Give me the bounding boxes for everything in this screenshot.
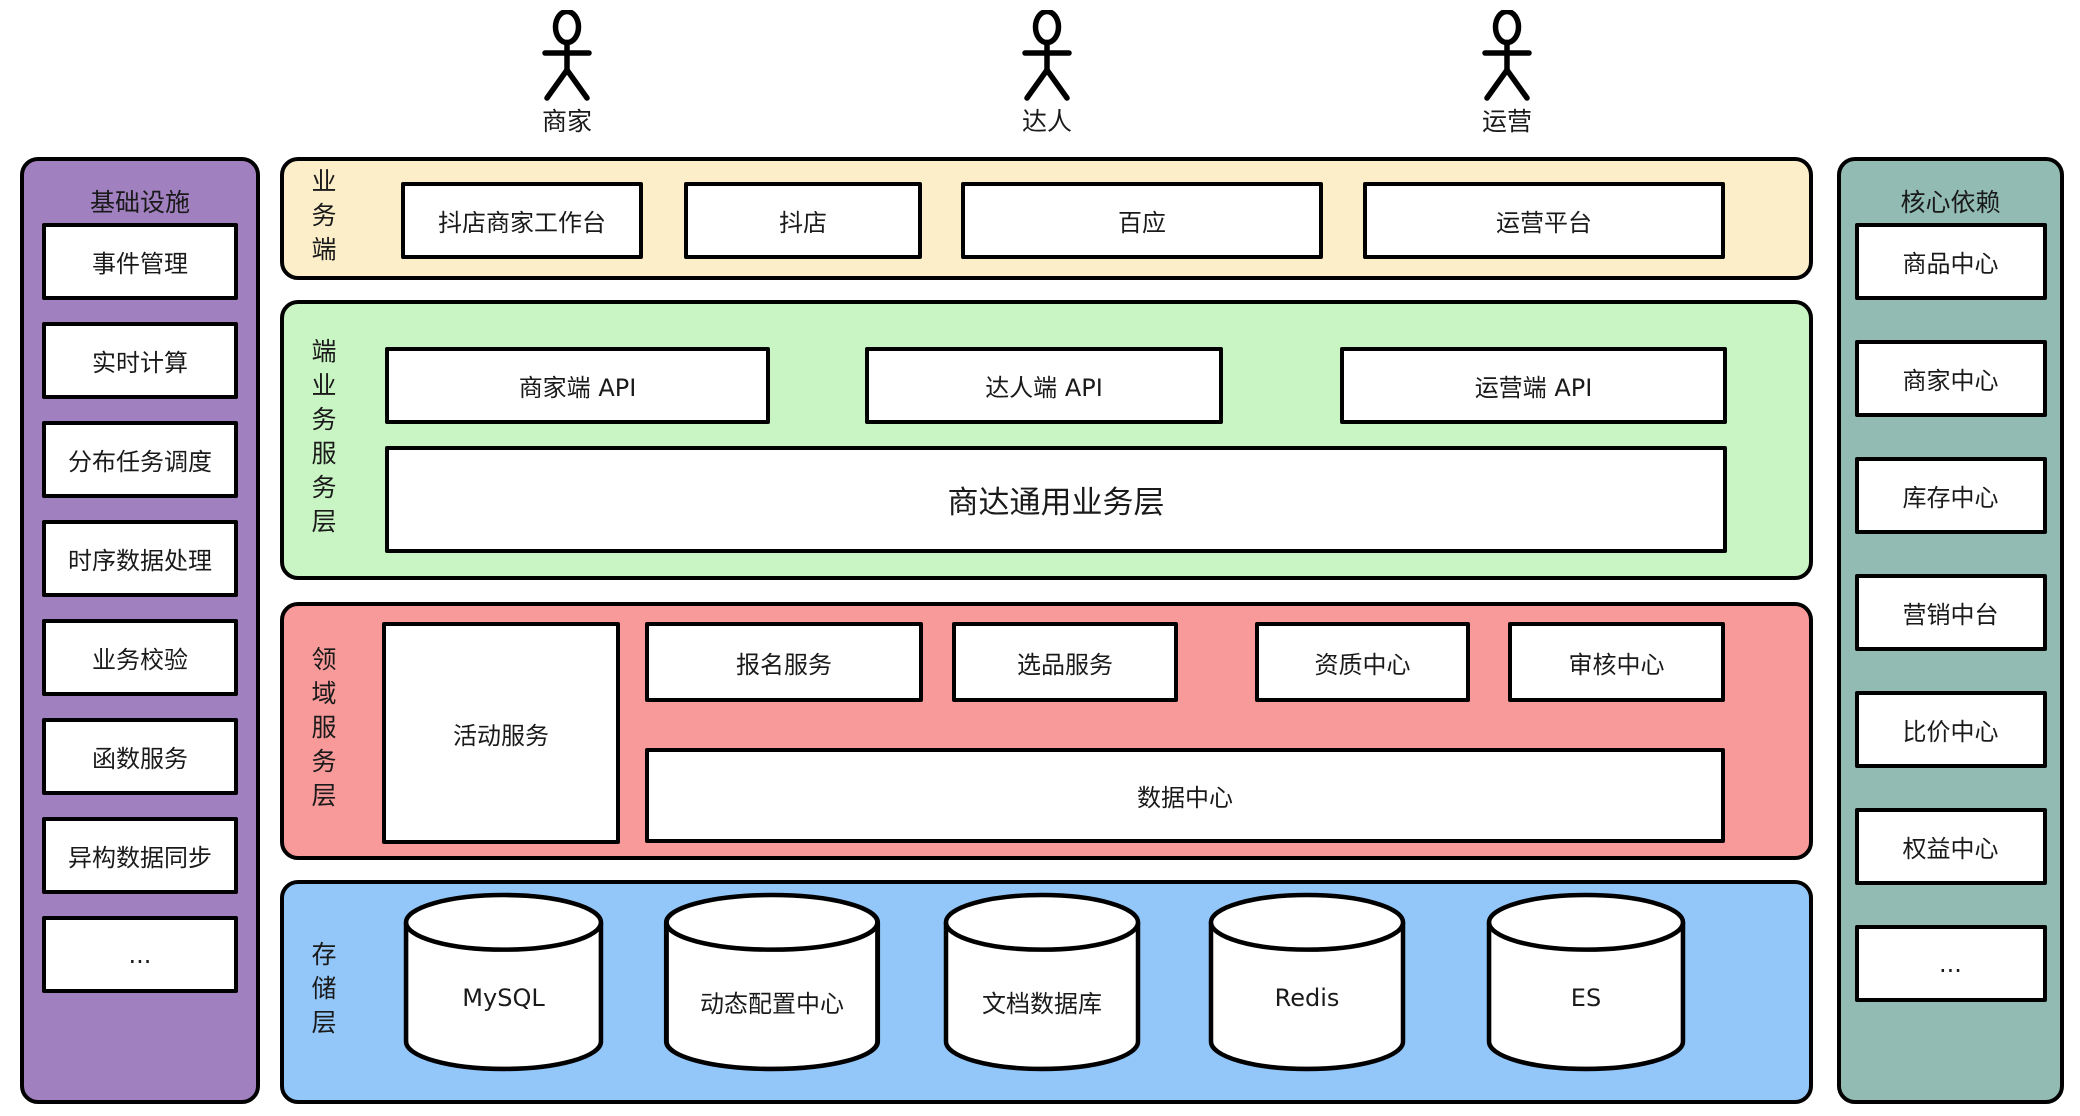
box-doudian: 抖店	[684, 182, 922, 259]
core-dependency-panel-title: 核心依赖	[1900, 188, 2001, 217]
dep-item-price-comparison-center: 比价中心	[1854, 691, 2047, 768]
box-activity-service: 活动服务	[382, 622, 620, 844]
core-dependency-panel: 核心依赖 商品中心 商家中心 库存中心 营销中台 比价中心 权益中心 ...	[1837, 157, 2064, 1104]
box-talent-api: 达人端 API	[865, 347, 1223, 424]
box-operations-api: 运营端 API	[1340, 347, 1727, 424]
database-label: MySQL	[462, 984, 545, 1012]
actor-label: 运营	[1481, 107, 1532, 136]
database-label: Redis	[1274, 984, 1340, 1012]
box-doudian-merchant-workbench: 抖店商家工作台	[401, 182, 643, 259]
actor-merchant: 商家	[507, 10, 627, 136]
infra-item-business-validation: 业务校验	[42, 619, 238, 696]
database-es: ES	[1485, 892, 1687, 1074]
dep-item-marketing-platform: 营销中台	[1854, 574, 2047, 651]
client-service-layer: 端业务服务层 商家端 API 达人端 API 运营端 API 商达通用业务层	[280, 300, 1813, 580]
database-redis: Redis	[1207, 892, 1407, 1074]
business-client-layer-label: 业务端	[308, 167, 337, 270]
storage-layer-label: 存储层	[308, 941, 337, 1043]
box-qualification-center: 资质中心	[1255, 622, 1470, 702]
infra-item-event-management: 事件管理	[42, 223, 238, 300]
infra-item-realtime-compute: 实时计算	[42, 322, 238, 399]
database-cylinder-icon	[663, 892, 881, 1072]
database-label: ES	[1570, 984, 1602, 1012]
actor-talent: 达人	[987, 10, 1107, 136]
actor-operations: 运营	[1447, 10, 1567, 136]
box-baiying: 百应	[961, 182, 1323, 259]
database-label: 动态配置中心	[700, 990, 844, 1018]
database-cylinder-icon	[403, 892, 604, 1072]
box-data-center: 数据中心	[645, 748, 1725, 843]
database-document-db: 文档数据库	[942, 892, 1142, 1074]
dep-item-more: ...	[1854, 925, 2047, 1002]
person-icon	[542, 10, 592, 101]
dep-item-inventory-center: 库存中心	[1854, 457, 2047, 534]
domain-service-layer: 领域服务层 活动服务 报名服务 选品服务 资质中心 审核中心 数据中心	[280, 602, 1813, 860]
client-service-layer-label: 端业务服务层	[308, 338, 337, 542]
actor-label: 达人	[1021, 107, 1072, 136]
database-cylinder-icon	[943, 892, 1141, 1072]
storage-layer: 存储层 MySQL 动态配置中心 文档数据库	[280, 880, 1813, 1104]
person-icon	[1482, 10, 1532, 101]
database-label: 文档数据库	[982, 990, 1102, 1018]
database-cylinder-icon	[1486, 892, 1686, 1072]
infra-item-distributed-task-scheduling: 分布任务调度	[42, 421, 238, 498]
box-common-business-layer: 商达通用业务层	[385, 446, 1727, 553]
box-product-selection-service: 选品服务	[952, 622, 1178, 702]
domain-service-layer-label: 领域服务层	[308, 646, 337, 816]
database-cylinder-icon	[1208, 892, 1406, 1072]
infra-item-function-service: 函数服务	[42, 718, 238, 795]
business-client-layer: 业务端 抖店商家工作台 抖店 百应 运营平台	[280, 157, 1813, 280]
database-mysql: MySQL	[402, 892, 605, 1074]
infra-item-more: ...	[42, 916, 238, 993]
box-merchant-api: 商家端 API	[385, 347, 770, 424]
dep-item-merchant-center: 商家中心	[1854, 340, 2047, 417]
infrastructure-panel-title: 基础设施	[89, 188, 190, 217]
database-dynamic-config-center: 动态配置中心	[662, 892, 882, 1074]
dep-item-benefit-center: 权益中心	[1854, 808, 2047, 885]
box-registration-service: 报名服务	[645, 622, 923, 702]
box-operations-platform: 运营平台	[1363, 182, 1725, 259]
infra-item-timeseries-processing: 时序数据处理	[42, 520, 238, 597]
actor-label: 商家	[541, 107, 592, 136]
infrastructure-panel: 基础设施 事件管理 实时计算 分布任务调度 时序数据处理 业务校验 函数服务 异…	[20, 157, 260, 1104]
infra-item-heterogeneous-data-sync: 异构数据同步	[42, 817, 238, 894]
person-icon	[1022, 10, 1072, 101]
dep-item-product-center: 商品中心	[1854, 223, 2047, 300]
box-review-center: 审核中心	[1508, 622, 1725, 702]
